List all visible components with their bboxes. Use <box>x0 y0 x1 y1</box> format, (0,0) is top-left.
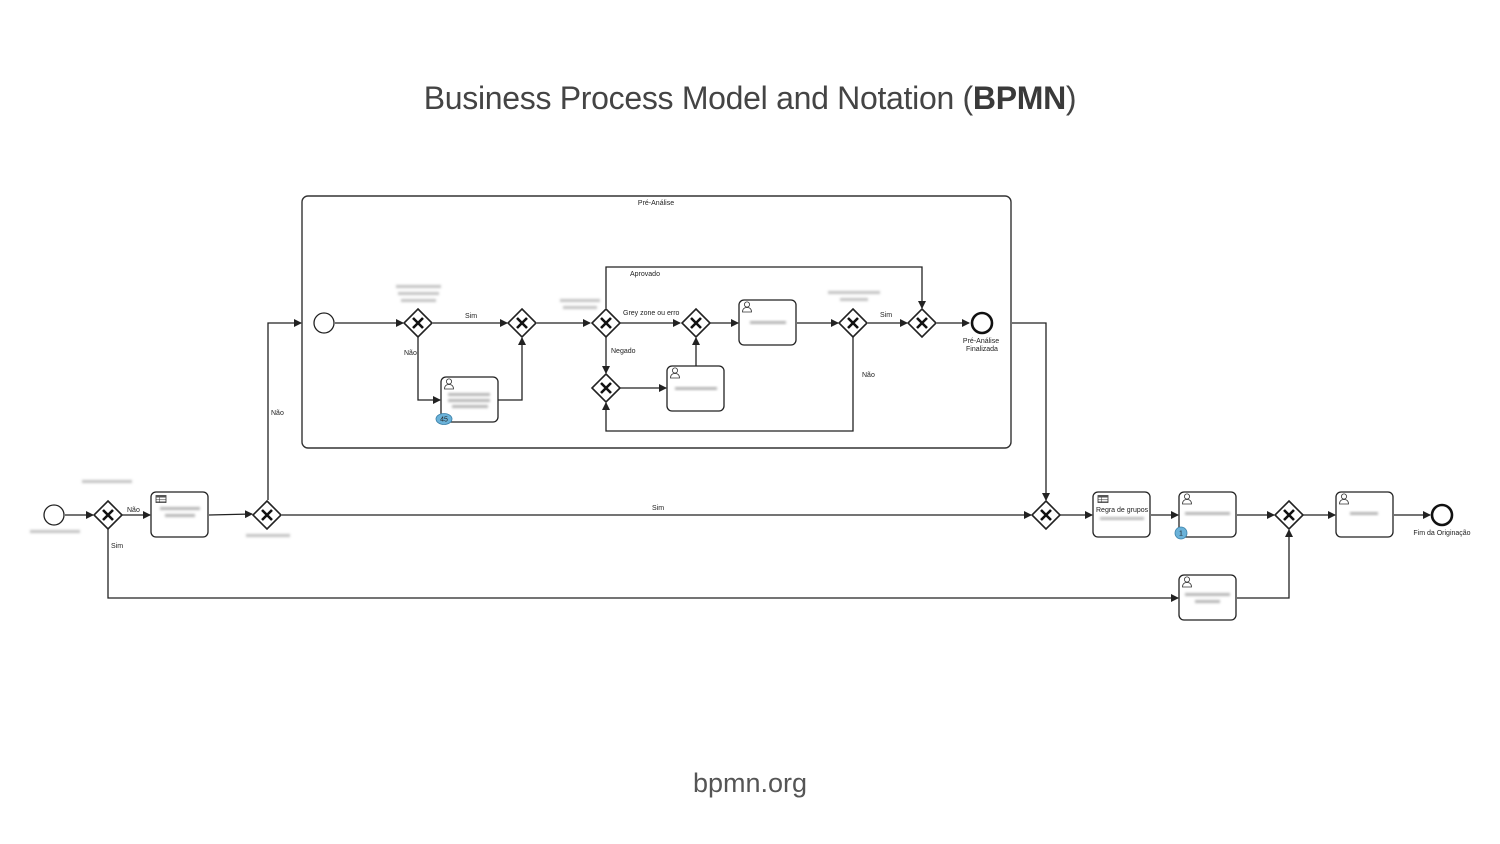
task-user-2 <box>1335 491 1394 538</box>
gateway-1 <box>92 499 124 531</box>
title-prefix: Business Process Model and Notation ( <box>423 80 973 116</box>
flow-label-sim-main: Sim <box>652 505 664 512</box>
badge-inner <box>435 413 453 425</box>
gateway-3 <box>1030 499 1062 531</box>
footer-url: bpmn.org <box>692 768 808 798</box>
gateway-inner-2 <box>506 307 538 339</box>
label-pre-analise-end-line2: Finalizada <box>966 346 998 353</box>
subprocess-container <box>301 195 1012 449</box>
gateway-inner-7 <box>590 372 622 404</box>
end-event-fim <box>1430 503 1454 527</box>
task-business-rule-1 <box>150 491 209 538</box>
badge-outer-text: 1 <box>1179 531 1183 538</box>
flow-label-nao-1: Não <box>127 507 140 514</box>
task-user-3 <box>1178 574 1237 621</box>
flow-label-sim-inner: Sim <box>465 313 477 320</box>
label-pre-analise-end: Pré-Análise Finalizada <box>963 338 1001 353</box>
badge-inner-text: 45 <box>440 417 448 424</box>
subprocess-label: Pré-Análise <box>638 200 674 207</box>
gateway-inner-1 <box>402 307 434 339</box>
flow-label-nao-up: Não <box>271 410 284 417</box>
title-bold: BPMN <box>972 80 1066 116</box>
start-event-outer <box>43 504 65 526</box>
task-regra-de-grupos: Regra de grupos <box>1092 491 1151 538</box>
gateway-2 <box>251 499 283 531</box>
slide-title: Business Process Model and Notation (BPM… <box>0 80 1500 117</box>
gateway-inner-5 <box>837 307 869 339</box>
flow-label-grey-zone: Grey zone ou erro <box>623 310 680 317</box>
flow-label-nao-inner: Não <box>404 350 417 357</box>
task-inner-user-1: 45 <box>435 376 499 425</box>
inner-flows <box>335 266 970 432</box>
gateway-inner-6 <box>906 307 938 339</box>
flow-label-sim-1: Sim <box>111 543 123 550</box>
label-pre-analise-end-text: Pré-Análise <box>963 338 999 345</box>
task-inner-user-3 <box>738 299 797 346</box>
start-event-inner <box>313 312 335 334</box>
badge-outer <box>1174 526 1188 540</box>
outer-flows <box>65 319 1431 602</box>
task-user-1: 1 <box>1174 491 1237 540</box>
gateway-4 <box>1273 499 1305 531</box>
gateway-inner-4 <box>680 307 712 339</box>
task-inner-user-2 <box>666 365 725 412</box>
end-event-pre-analise <box>970 311 994 335</box>
flow-label-nao-inner2: Não <box>862 372 875 379</box>
flow-label-negado: Negado <box>611 348 636 355</box>
blurred-annotations <box>30 285 880 537</box>
flow-label-sim-inner2: Sim <box>880 312 892 319</box>
regra-de-grupos-label: Regra de grupos <box>1096 507 1149 514</box>
title-suffix: ) <box>1065 80 1077 116</box>
label-fim: Fim da Originação <box>1413 530 1470 537</box>
gateway-inner-3 <box>590 307 622 339</box>
flow-label-aprovado: Aprovado <box>630 271 660 278</box>
